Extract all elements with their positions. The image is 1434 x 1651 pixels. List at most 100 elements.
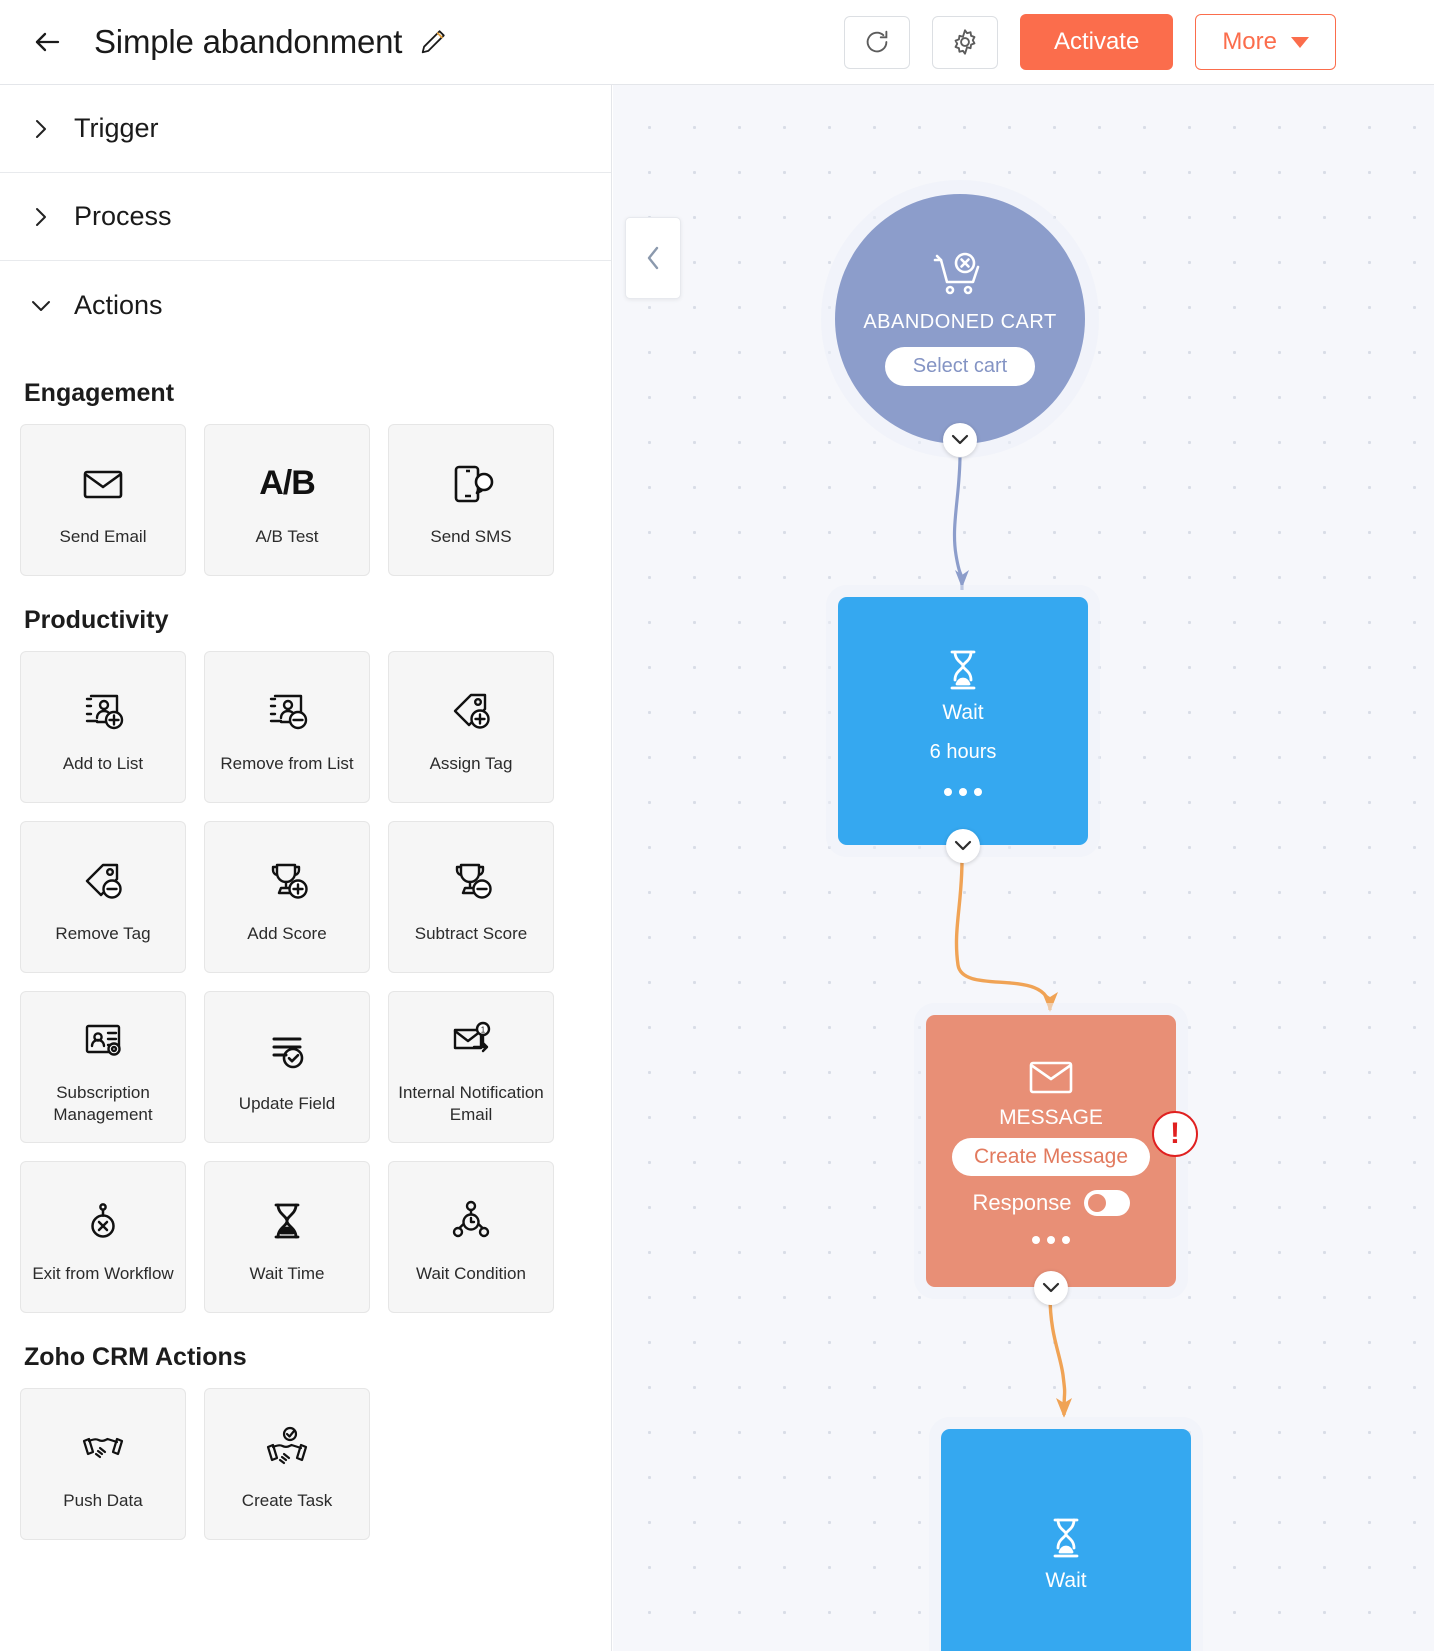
trophy-plus-icon [260, 849, 314, 913]
abandoned-cart-icon [929, 252, 991, 306]
chevron-right-icon [28, 204, 54, 230]
action-grid-productivity: Add to List Remove from List Assign Tag [20, 651, 611, 1313]
tag-plus-icon [444, 679, 498, 743]
action-card-label: Wait Time [249, 1263, 325, 1283]
action-card-label: Push Data [63, 1490, 143, 1510]
app-header: Simple abandonment Activate More [0, 0, 1434, 85]
create-message-button[interactable]: Create Message [951, 1138, 1151, 1176]
envelope-icon [76, 452, 130, 516]
handshake-icon [76, 1416, 130, 1480]
more-dots-icon[interactable] [1032, 1236, 1070, 1244]
action-card-label: Subtract Score [414, 923, 528, 943]
response-toggle[interactable] [1083, 1190, 1130, 1216]
pencil-icon[interactable] [418, 27, 448, 57]
action-card-exit-from-workflow[interactable]: Exit from Workflow [20, 1161, 186, 1313]
response-toggle-label: Response [972, 1190, 1072, 1215]
collapse-sidebar-handle[interactable] [625, 217, 681, 299]
envelope-notify-arrow-icon: 1 [444, 1008, 498, 1072]
contact-gear-icon [76, 1008, 130, 1072]
action-card-label: Update Field [238, 1093, 336, 1113]
action-card-label: Create Task [241, 1490, 333, 1510]
group-title-productivity: Productivity [24, 606, 169, 634]
sidebar-section-trigger-label: Trigger [74, 113, 159, 143]
group-title-engagement: Engagement [24, 379, 175, 407]
sidebar-section-actions-label: Actions [74, 289, 163, 320]
chevron-down-icon [28, 292, 54, 318]
action-card-remove-tag[interactable]: Remove Tag [20, 821, 186, 973]
hourglass-icon [1045, 1515, 1087, 1561]
action-card-send-sms[interactable]: Send SMS [388, 424, 554, 576]
sidebar: Trigger Process Actions Engagement Send … [0, 85, 612, 1651]
action-card-label: Subscription Management [53, 1082, 153, 1124]
refresh-button[interactable] [843, 15, 910, 69]
workflow-node-message[interactable]: MESSAGE Create Message Response [926, 1015, 1176, 1287]
action-card-wait-time[interactable]: Wait Time [204, 1161, 370, 1313]
more-dots-icon[interactable] [944, 787, 982, 796]
action-card-add-score[interactable]: Add Score [204, 821, 370, 973]
action-card-ab-test[interactable]: A/B A/B Test [204, 424, 370, 576]
action-card-label: A/B Test [255, 526, 319, 546]
workflow-node-title: Wait [942, 700, 984, 724]
tag-minus-icon [76, 849, 130, 913]
chevron-right-icon [28, 116, 54, 142]
action-card-create-task[interactable]: Create Task [204, 1388, 370, 1540]
action-card-add-to-list[interactable]: Add to List [20, 651, 186, 803]
exit-circle-x-icon [76, 1189, 130, 1253]
phone-chat-icon [444, 452, 498, 516]
workflow-node-subtitle: 6 hours [929, 740, 997, 763]
action-card-assign-tag[interactable]: Assign Tag [388, 651, 554, 803]
sidebar-section-trigger[interactable]: Trigger [0, 85, 611, 173]
contact-card-minus-icon [260, 679, 314, 743]
action-card-update-field[interactable]: Update Field [204, 991, 370, 1143]
ab-text-icon: A/B [259, 464, 316, 503]
sidebar-section-actions[interactable]: Actions [0, 261, 611, 349]
gear-icon [950, 27, 980, 57]
handshake-check-icon [260, 1416, 314, 1480]
workflow-node-wait-2[interactable]: Wait [941, 1429, 1191, 1651]
add-step-button-after-trigger[interactable] [943, 423, 977, 457]
trophy-minus-icon [444, 849, 498, 913]
action-grid-engagement: Send Email A/B A/B Test Send SMS [20, 424, 611, 576]
workflow-node-title: Wait [1045, 1569, 1087, 1592]
select-cart-button[interactable]: Select cart [884, 347, 1036, 386]
sidebar-section-process-label: Process [74, 201, 172, 231]
action-card-send-email[interactable]: Send Email [20, 424, 186, 576]
trigger-node-abandoned-cart[interactable]: ABANDONED CART Select cart [835, 194, 1085, 444]
group-title-zoho-crm-actions: Zoho CRM Actions [24, 1343, 247, 1371]
chevron-down-icon [1291, 36, 1309, 48]
node-clock-icon [444, 1189, 498, 1253]
action-card-label: Assign Tag [429, 753, 513, 773]
hourglass-icon [260, 1189, 314, 1253]
response-toggle-row[interactable]: Response [972, 1190, 1130, 1216]
action-card-label: Send SMS [430, 526, 512, 546]
add-step-button-after-wait-1[interactable] [946, 829, 980, 863]
settings-button[interactable] [931, 15, 998, 69]
action-card-label: Exit from Workflow [32, 1263, 174, 1283]
action-card-remove-from-list[interactable]: Remove from List [204, 651, 370, 803]
workflow-node-title: MESSAGE [999, 1106, 1103, 1129]
header-actions: Activate More [843, 14, 1336, 70]
action-card-push-data[interactable]: Push Data [20, 1388, 186, 1540]
sidebar-section-process[interactable]: Process [0, 173, 611, 261]
svg-text:1: 1 [481, 1025, 486, 1034]
action-card-internal-notification-email[interactable]: 1 Internal Notification Email [388, 991, 554, 1143]
action-card-label: Remove Tag [55, 923, 151, 943]
list-check-icon [260, 1019, 314, 1083]
workflow-node-wait-1[interactable]: Wait 6 hours [838, 597, 1088, 845]
add-step-button-after-message[interactable] [1034, 1271, 1068, 1305]
more-button[interactable]: More [1195, 14, 1336, 70]
refresh-icon [862, 27, 892, 57]
activate-button[interactable]: Activate [1019, 14, 1174, 70]
action-card-subscription-management[interactable]: Subscription Management [20, 991, 186, 1143]
workflow-canvas[interactable]: ABANDONED CART Select cart Wait 6 hours … [613, 85, 1434, 1651]
action-card-wait-condition[interactable]: Wait Condition [388, 1161, 554, 1313]
action-card-subtract-score[interactable]: Subtract Score [388, 821, 554, 973]
error-exclamation-icon[interactable]: ! [1152, 1111, 1198, 1157]
back-arrow-icon[interactable] [30, 25, 64, 59]
action-card-label: Wait Condition [416, 1263, 526, 1283]
action-card-label: Add Score [247, 923, 327, 943]
action-card-label: Remove from List [220, 753, 354, 773]
envelope-icon [1025, 1058, 1077, 1098]
action-card-label: Send Email [59, 526, 147, 546]
hourglass-icon [942, 647, 984, 693]
